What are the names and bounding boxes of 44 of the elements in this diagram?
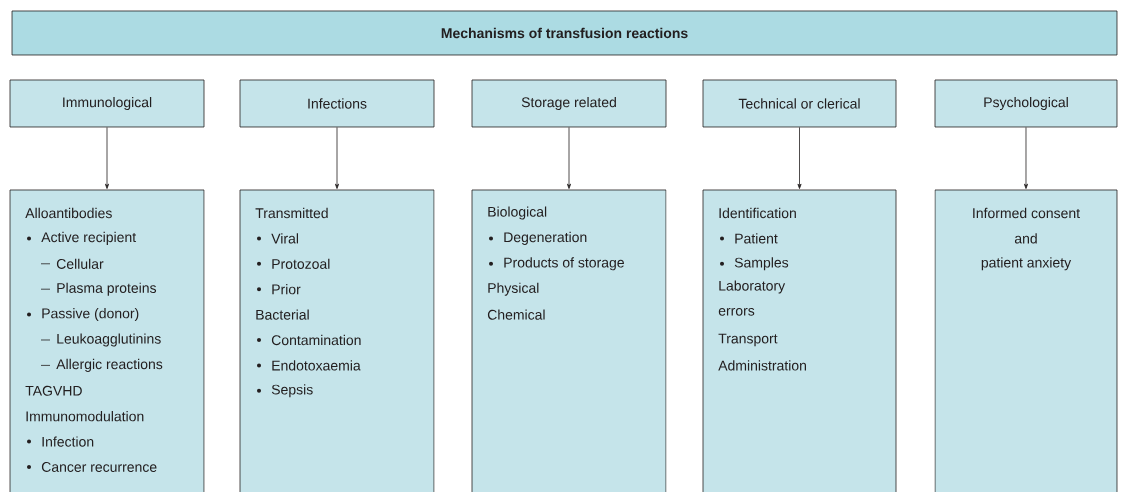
list-heading: Immunomodulation [26,411,144,422]
arrow [1024,127,1028,189]
arrow [797,127,802,189]
bullet-item: Sepsis [257,384,313,398]
bullet-item: Contamination [257,334,361,346]
bullet-item: Products of storage [489,257,624,271]
category-box: Immunological [9,79,205,128]
list-heading: Identification [719,207,796,219]
bullet-item: Patient [720,233,778,244]
bullet-item: Cancer recurrence [27,462,157,472]
centered-text: Informed consent [973,207,1080,219]
arrow [105,127,110,189]
bullet-item: Samples [720,257,789,271]
bullet-item: Protozoal [257,258,330,269]
bullet-item: Prior [257,284,301,295]
centered-text: patient anxiety [981,257,1072,271]
bullet-item: Viral [257,233,299,244]
title-bar: Mechanisms of transfusion reactions [11,10,1118,56]
list-heading: Physical [488,282,539,296]
list-heading: Alloantibodies [25,207,112,219]
category-box: Technical or clerical [702,79,897,128]
dash-item: Plasma proteins [40,282,157,296]
arrow [567,127,571,189]
category-box: Storage related [471,79,667,128]
bullet-item: Passive (donor) [27,308,139,322]
centered-text: and [1014,233,1037,244]
list-heading: Bacterial [256,309,309,320]
list-heading: Administration [718,360,806,371]
category-box: Infections [239,79,435,128]
list-heading: TAGVHD [25,385,82,396]
bullet-item: Endotoxaemia [257,360,361,371]
category-box: Psychological [934,79,1118,128]
list-heading: Biological [488,206,547,220]
dash-item: Leukoagglutinins [40,333,161,347]
list-heading: Chemical [487,309,545,320]
bullet-item: Degeneration [489,231,587,245]
list-heading: Transport [718,333,778,347]
arrow [335,127,339,189]
bullet-item: Infection [27,436,94,447]
dash-item: Cellular [40,258,104,269]
bullet-item: Active recipient [27,231,136,245]
dash-item: Allergic reactions [40,358,163,372]
list-heading: Transmitted [255,207,328,219]
list-heading: Laboratory errors [718,280,786,316]
